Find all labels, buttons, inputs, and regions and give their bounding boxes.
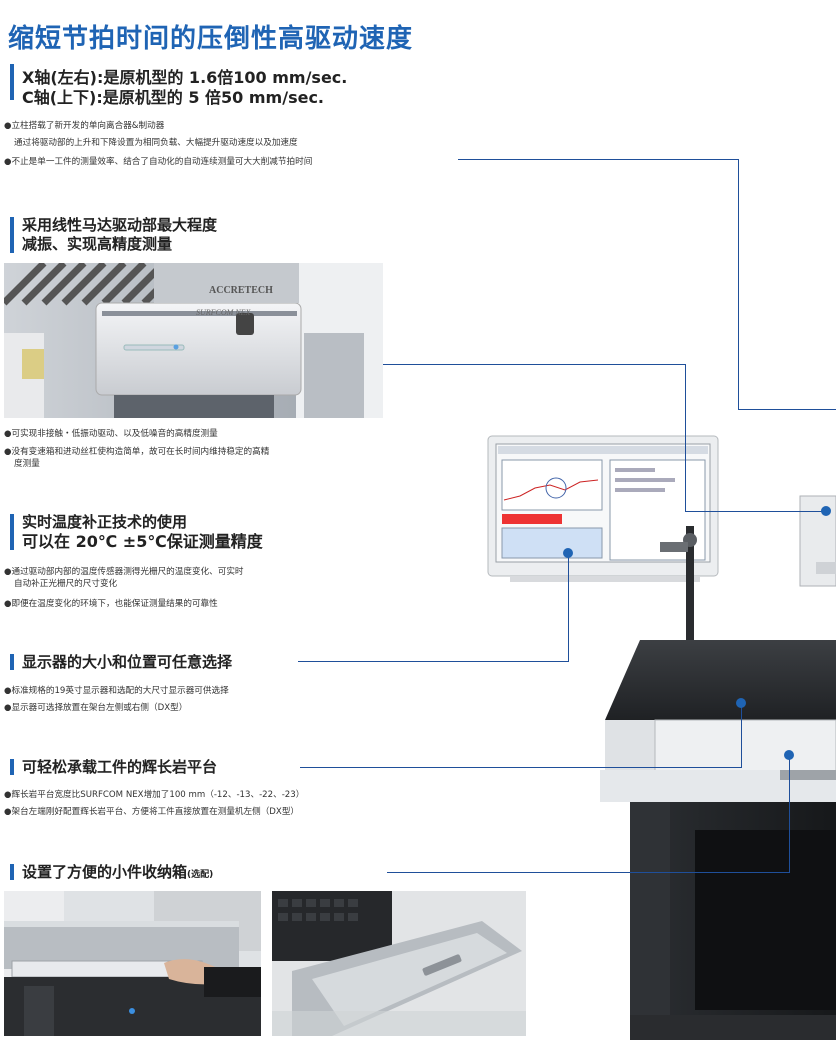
connector-speed-v [738,159,739,409]
linear-bullet-1: ●可实现非接触・低振动驱动、以及低噪音的高精度测量 [4,429,218,439]
linear-accent-bar [10,217,14,253]
display-bullet-1: ●标准规格的19英寸显示器和选配的大尺寸显示器可供选择 [4,686,229,696]
connector-display-h [298,661,568,662]
linear-motor-photo: ACCRETECH SURFCOM NEX [4,263,383,418]
photo-model-text: SURFCOM NEX [196,308,252,317]
photo-brand-text: ACCRETECH [209,285,273,296]
speed-bullet-2: 通过将驱动部的上升和下降设置为相同负载、大幅提升驱动速度以及加速度 [14,138,298,148]
storage-heading: 设置了方便的小件收纳箱(选配) [22,862,213,885]
connector-speed-h2 [738,409,836,410]
linear-bullet-2: ●没有变速箱和进动丝杠使构造简单，故可在长时间内维持稳定的高精 [4,447,270,457]
page-title: 缩短节拍时间的压倒性高驱动速度 [8,24,414,54]
spec-accent-bar [10,64,14,100]
granite-bullet-1: ●辉长岩平台宽度比SURFCOM NEX增加了100 mm（-12、-13、-2… [4,790,305,800]
display-bullet-2: ●显示器可选择放置在架台左侧或右侧（DX型） [4,703,188,713]
granite-heading: 可轻松承载工件的辉长岩平台 [22,758,218,776]
granite-bullet-2: ●架台左端刚好配置辉长岩平台、方便将工件直接放置在测量机左侧（DX型） [4,807,300,817]
linear-heading-1: 采用线性马达驱动部最大程度 [22,216,218,234]
connector-storage-v [789,755,790,873]
temp-heading-1: 实时温度补正技术的使用 [22,513,188,531]
display-accent-bar [10,654,14,670]
storage-photo-1 [4,891,261,1036]
spec-c-axis: C轴(上下):是原机型的 5 倍50 mm/sec. [22,88,325,107]
temp-accent-bar [10,514,14,550]
connector-linear-h1 [383,364,685,365]
storage-callout-dot [784,750,794,760]
linear-callout-dot [821,506,831,516]
linear-heading-2: 减振、实现高精度测量 [22,235,173,253]
display-heading: 显示器的大小和位置可任意选择 [22,653,233,671]
temp-bullet-2: ●即便在温度变化的环境下，也能保证测量结果的可靠性 [4,599,218,609]
temp-heading-2: 可以在 20℃ ±5℃保证测量精度 [22,532,263,551]
granite-callout-dot [736,698,746,708]
speed-bullet-3: ●不止是单一工件的测量效率、结合了自动化的自动连续测量可大大削减节拍时间 [4,157,313,167]
display-callout-dot [563,548,573,558]
connector-granite-h [300,767,741,768]
connector-linear-v [685,364,686,512]
temp-bullet-1b: 自动补正光栅尺的尺寸变化 [14,579,118,589]
machine-illustration [480,430,836,1040]
storage-accent-bar [10,864,14,880]
connector-linear-h2 [685,511,825,512]
temp-bullet-1: ●通过驱动部内部的温度传感器测得光栅尺的温度变化、可实时 [4,567,244,577]
storage-photo-2 [272,891,526,1036]
storage-heading-note: (选配) [187,870,214,880]
granite-accent-bar [10,759,14,775]
connector-speed-h1 [458,159,738,160]
storage-heading-text: 设置了方便的小件收纳箱 [22,863,188,881]
spec-x-axis: X轴(左右):是原机型的 1.6倍100 mm/sec. [22,68,348,87]
connector-storage-h [387,872,789,873]
linear-bullet-2b: 度测量 [14,459,40,469]
connector-display-v [568,554,569,662]
connector-granite-v [741,703,742,768]
speed-bullet-1: ●立柱搭载了新开发的单向离合器&制动器 [4,121,165,131]
